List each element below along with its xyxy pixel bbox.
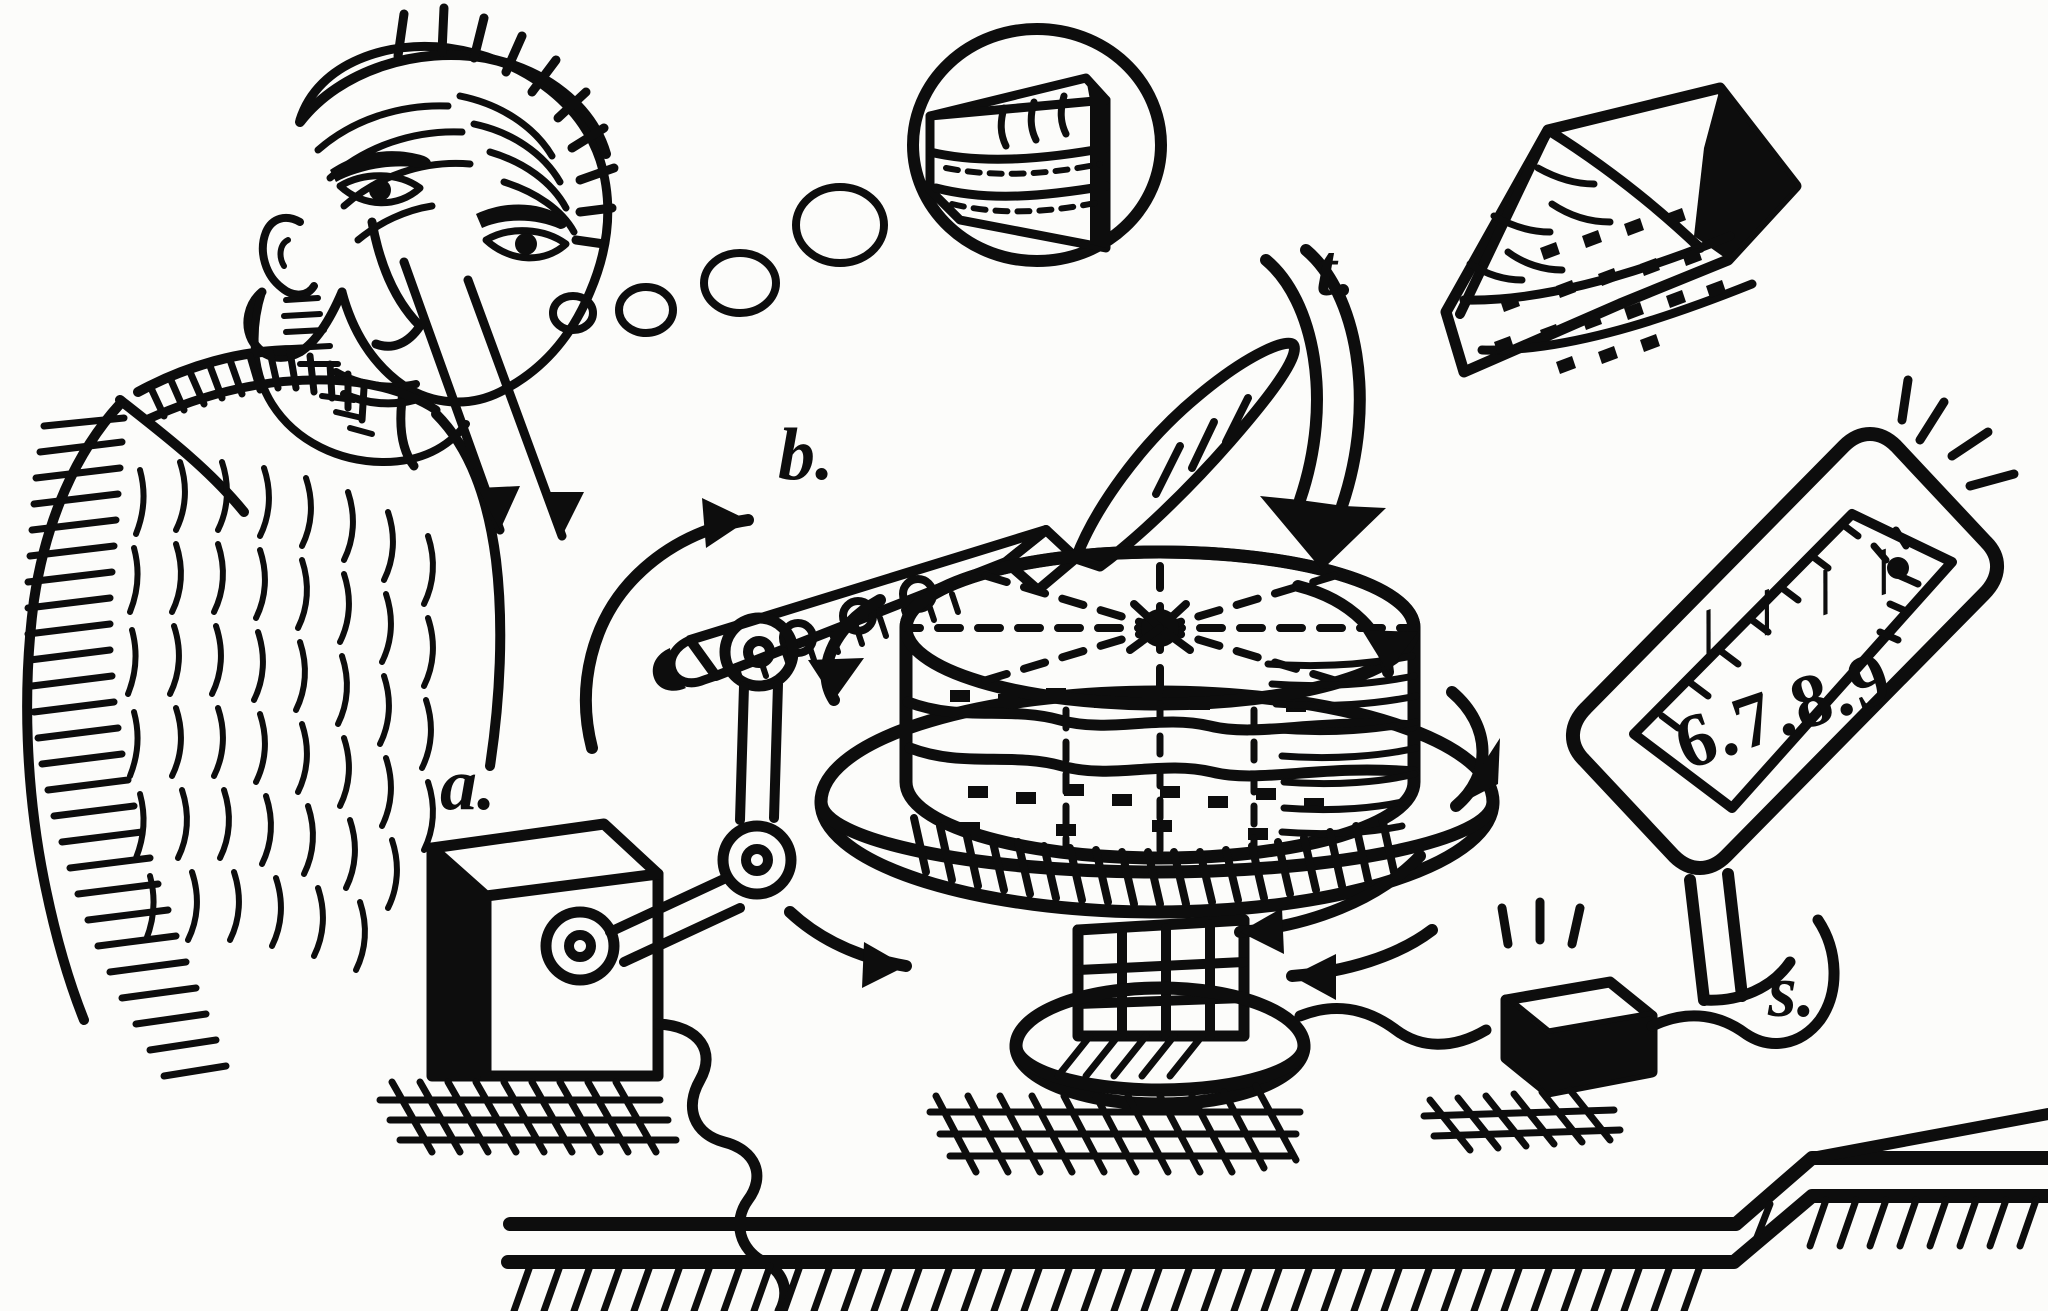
layer-cake bbox=[899, 545, 1421, 908]
observer bbox=[22, 3, 619, 1080]
label-b: b. bbox=[778, 414, 834, 496]
label-s: s. bbox=[1768, 951, 1816, 1033]
digital-readout bbox=[1565, 375, 2019, 1006]
ejected-cake-slice bbox=[1440, 82, 1802, 378]
thought-bubbles bbox=[549, 183, 888, 337]
gaze-arrows bbox=[399, 257, 584, 541]
rotation-arrows bbox=[784, 580, 1500, 1000]
turntable-pedestal bbox=[926, 914, 1311, 1176]
label-a: a. bbox=[440, 744, 496, 826]
knife-pointer-arrow bbox=[580, 498, 754, 754]
knife-arm-assembly bbox=[540, 612, 799, 986]
label-t: t. bbox=[1316, 230, 1356, 312]
thought-cake-slice bbox=[907, 23, 1167, 267]
cake-slice-output-arrow bbox=[1260, 244, 1386, 570]
table-edge bbox=[501, 1108, 2048, 1311]
motor-drive-box bbox=[376, 818, 680, 1156]
sensor-control-box bbox=[1420, 897, 1658, 1154]
signal-cables bbox=[1294, 914, 1840, 1050]
